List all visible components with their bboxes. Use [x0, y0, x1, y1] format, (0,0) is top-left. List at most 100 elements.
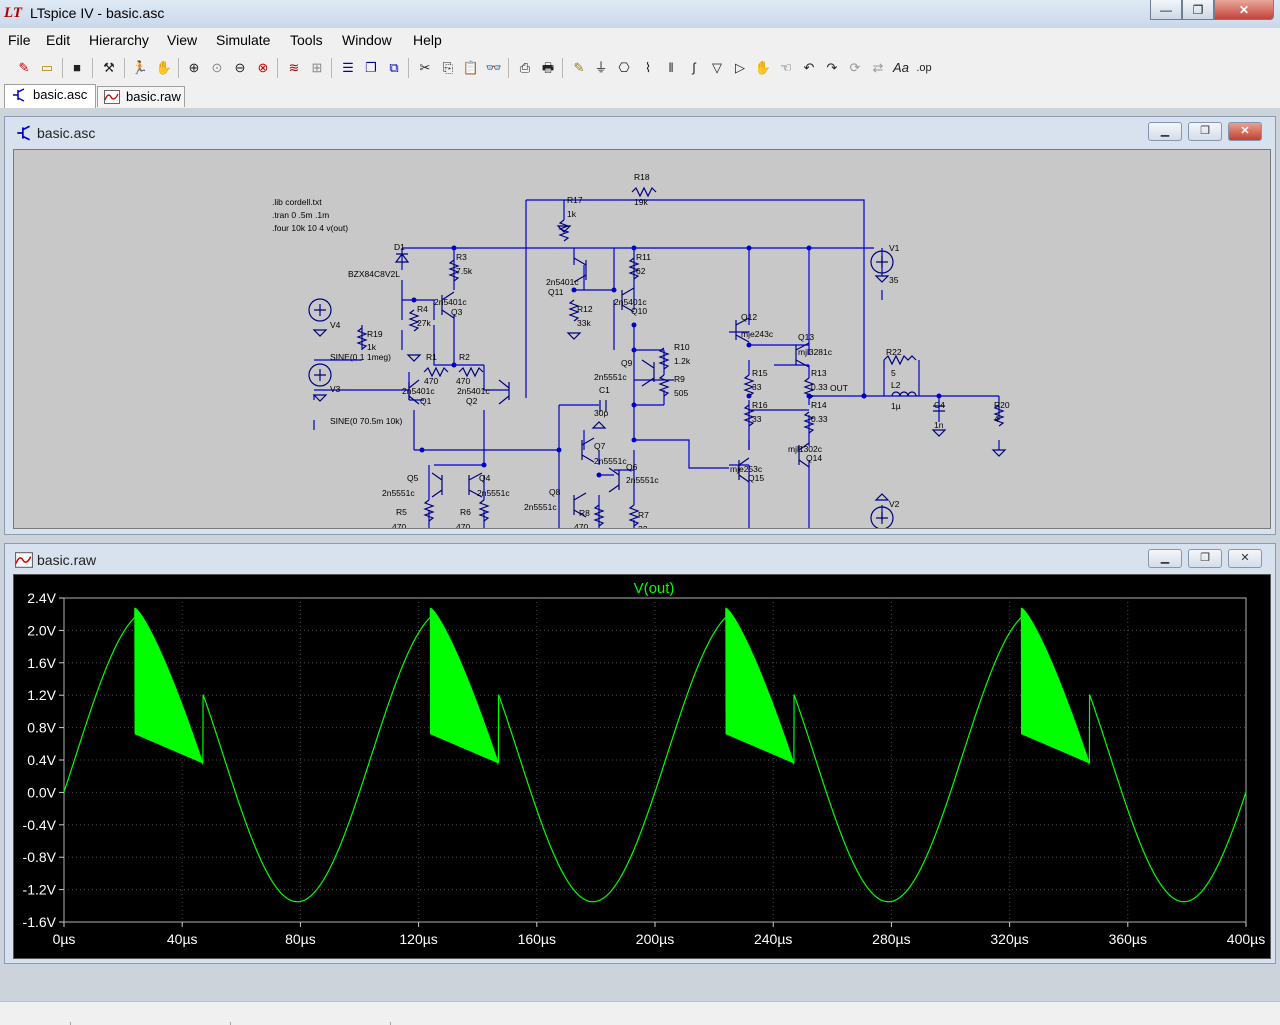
tile-horizontal-icon[interactable]: ☰ [342, 60, 354, 75]
svg-text:L2: L2 [891, 380, 901, 390]
undo-icon[interactable]: ↶ [803, 60, 815, 75]
print-icon[interactable]: 🖶 [541, 60, 555, 75]
svg-text:R7: R7 [638, 510, 649, 520]
menu-view[interactable]: View [167, 32, 198, 48]
maximize-button[interactable]: ❐ [1182, 0, 1214, 20]
halt-icon[interactable]: ✋ [155, 60, 173, 75]
save-icon[interactable]: ■ [73, 60, 81, 75]
label-net-icon[interactable]: ⎔ [618, 60, 630, 75]
drag-icon[interactable]: ☜ [780, 60, 792, 75]
open-icon[interactable]: ▭ [40, 60, 54, 75]
cascade-icon[interactable]: ❐ [365, 60, 377, 75]
zoom-out-icon[interactable]: ⊖ [234, 60, 246, 75]
wire-icon[interactable]: ✎ [573, 60, 585, 75]
move-icon[interactable]: ✋ [754, 60, 772, 75]
trace-name[interactable]: V(out) [634, 580, 675, 597]
tab-basic-asc[interactable]: basic.asc [4, 84, 96, 108]
mirror-icon[interactable]: ⇄ [872, 60, 884, 75]
schematic-canvas[interactable]: .lib cordell.txt .tran 0 .5m .1m .four 1… [13, 149, 1271, 542]
svg-text:mje243c: mje243c [741, 329, 774, 339]
run-icon[interactable]: 🏃 [131, 60, 149, 75]
autorange-icon[interactable]: ≋ [288, 60, 300, 75]
svg-text:Q2: Q2 [466, 396, 478, 406]
rotate-icon[interactable]: ⟳ [849, 60, 861, 75]
svg-text:Q7: Q7 [594, 441, 606, 451]
title-bar: LT LTspice IV - basic.asc — ❐ ✕ [0, 0, 1280, 28]
svg-text:2n5401c: 2n5401c [434, 297, 467, 307]
x-tick-label: 320µs [990, 931, 1028, 947]
directive-four[interactable]: .four 10k 10 4 v(out) [272, 223, 348, 233]
cut-icon[interactable]: ✂ [419, 60, 431, 75]
schematic-drawing: .lib cordell.txt .tran 0 .5m .1m .four 1… [272, 172, 1010, 542]
capacitor-icon[interactable]: ‖ [668, 60, 674, 75]
directive-lib[interactable]: .lib cordell.txt [272, 197, 322, 207]
junctions [411, 245, 942, 539]
menu-window[interactable]: Window [342, 32, 392, 48]
toolbar: ✎ ▭ ■ ⚒ 🏃 ✋ ⊕ ⊙ ⊖ ⊗ ≋ ⊞ ☰ ❐ ⧉ ✂ ⎘ 📋 👓 ⎙ … [0, 52, 1280, 85]
tile-icon[interactable]: ⧉ [389, 60, 399, 75]
menu-file[interactable]: File [8, 32, 31, 48]
schematic-restore-button[interactable]: ❐ [1188, 122, 1222, 141]
svg-text:mjl1302c: mjl1302c [788, 444, 823, 454]
svg-text:R9: R9 [674, 374, 685, 384]
svg-text:Q4: Q4 [479, 473, 491, 483]
tab-bar: basic.asc basic.raw [0, 84, 1280, 108]
menu-help[interactable]: Help [413, 32, 442, 48]
waveform-restore-button[interactable]: ❐ [1188, 549, 1222, 568]
menu-edit[interactable]: Edit [46, 32, 71, 48]
schematic-minimize-button[interactable]: ▁ [1148, 122, 1182, 141]
tab-basic-raw[interactable]: basic.raw [97, 86, 185, 107]
tab-label: basic.asc [33, 87, 88, 102]
zoom-cancel-icon[interactable]: ⊗ [257, 60, 269, 75]
y-tick-label: 0.8V [27, 720, 56, 736]
y-tick-label: 0.4V [27, 752, 56, 768]
svg-text:4: 4 [994, 414, 999, 424]
ground-icon[interactable]: ⏚ [594, 60, 608, 75]
component-labels: R18 19k R17 1k D1 BZX84C8V2L R3 7.5k 2n5… [330, 172, 1010, 542]
paste-icon[interactable]: 📋 [462, 60, 480, 75]
component-icon[interactable]: ▷ [735, 60, 745, 75]
resistor-symbols [308, 186, 1007, 530]
y-tick-label: 1.6V [27, 655, 56, 671]
waveform-minimize-button[interactable]: ▁ [1148, 549, 1182, 568]
trace-line[interactable] [63, 607, 1247, 903]
waveform-close-button[interactable]: ✕ [1228, 549, 1262, 568]
y-tick-label: -1.2V [23, 882, 57, 898]
spice-directive-icon[interactable]: .op [916, 62, 932, 74]
ltspice-logo-icon: LT [4, 5, 23, 21]
grid-icon[interactable]: ⊞ [311, 60, 323, 75]
find-icon[interactable]: 👓 [485, 60, 503, 75]
svg-text:33: 33 [752, 414, 762, 424]
menu-hierarchy[interactable]: Hierarchy [89, 32, 149, 48]
svg-text:33: 33 [752, 382, 762, 392]
directive-tran[interactable]: .tran 0 .5m .1m [272, 210, 329, 220]
close-button[interactable]: ✕ [1214, 0, 1274, 20]
diode-icon[interactable]: ▽ [712, 60, 722, 75]
control-panel-icon[interactable]: ⚒ [103, 60, 115, 75]
new-schematic-icon[interactable]: ✎ [18, 60, 30, 75]
svg-text:R4: R4 [417, 304, 428, 314]
zoom-pan-icon[interactable]: ⊙ [211, 60, 223, 75]
zoom-in-icon[interactable]: ⊕ [188, 60, 200, 75]
menu-tools[interactable]: Tools [290, 32, 323, 48]
svg-text:R12: R12 [577, 304, 593, 314]
svg-text:470: 470 [392, 522, 406, 528]
svg-text:5: 5 [891, 368, 896, 378]
oscillation-burst [430, 607, 499, 764]
schematic-close-button[interactable]: ✕ [1228, 122, 1262, 141]
svg-text:R16: R16 [752, 400, 768, 410]
resistor-icon[interactable]: ⌇ [644, 60, 652, 75]
svg-text:SINE(0 1 1meg): SINE(0 1 1meg) [330, 352, 391, 362]
minimize-button[interactable]: — [1150, 0, 1182, 20]
svg-text:Q9: Q9 [621, 358, 633, 368]
svg-text:27k: 27k [417, 318, 431, 328]
copy-icon[interactable]: ⎘ [442, 60, 454, 75]
inductor-icon[interactable]: ʃ [692, 60, 696, 75]
menu-simulate[interactable]: Simulate [216, 32, 271, 48]
redo-icon[interactable]: ↷ [826, 60, 838, 75]
svg-text:2n5551c: 2n5551c [382, 488, 415, 498]
print-preview-icon[interactable]: ⎙ [519, 60, 531, 75]
trace-vout[interactable] [63, 607, 1247, 903]
text-icon[interactable]: Aa [893, 60, 909, 75]
